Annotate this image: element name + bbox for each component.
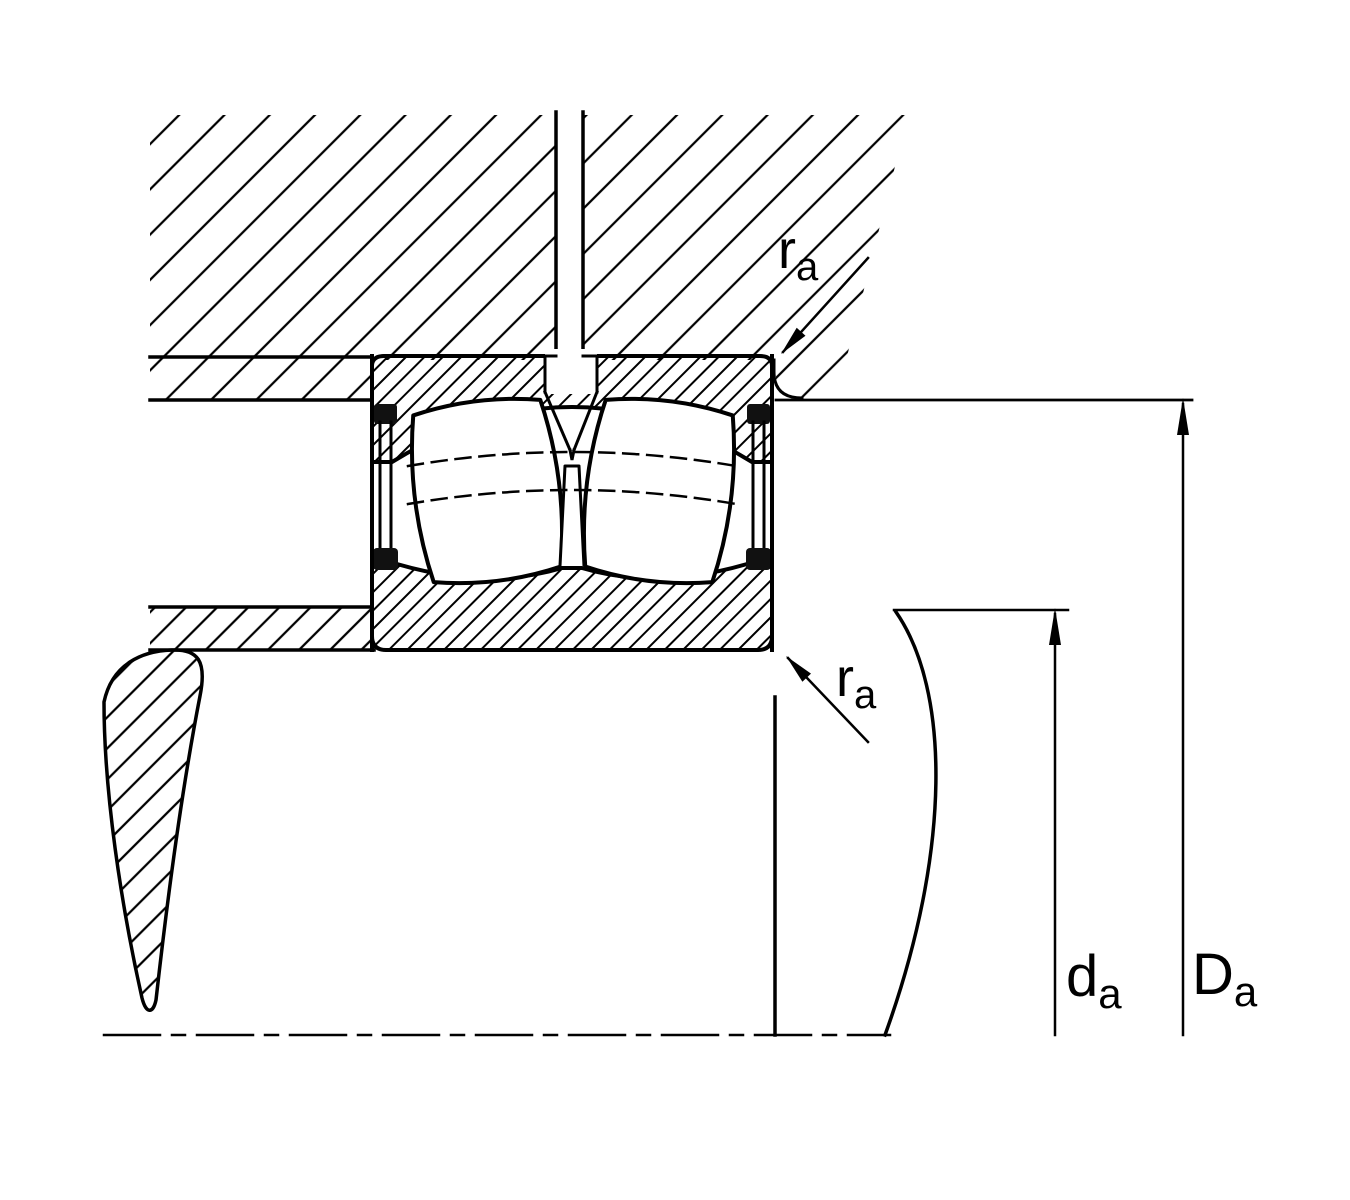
Da-arrowhead bbox=[1177, 398, 1189, 435]
ra-bottom-arrowhead bbox=[786, 656, 811, 682]
seal-left-anchor bbox=[374, 404, 397, 424]
shaft-shoulder-hatch bbox=[150, 607, 372, 650]
seal-left-sheet bbox=[378, 420, 393, 554]
da-arrowhead bbox=[1049, 608, 1061, 645]
label-ra-bottom: ra bbox=[836, 648, 877, 717]
shaft-section bbox=[102, 605, 938, 1038]
seal-right-anchor bbox=[747, 404, 770, 424]
ra-top-arrowhead bbox=[781, 327, 806, 354]
dimensions: ra ra da Da bbox=[778, 220, 1258, 1037]
seal-right bbox=[746, 404, 771, 570]
housing-section bbox=[148, 110, 1194, 402]
lubrication-groove-outline bbox=[543, 354, 599, 461]
seal-left-lip bbox=[373, 548, 398, 570]
lubrication-hole bbox=[556, 110, 583, 358]
label-da: da bbox=[1066, 944, 1122, 1017]
label-Da: Da bbox=[1192, 942, 1258, 1015]
roller-left bbox=[409, 396, 565, 586]
guide-ring bbox=[558, 464, 586, 567]
seal-right-lip bbox=[746, 548, 771, 570]
roller-right bbox=[581, 396, 737, 586]
shaft-contour-curve bbox=[882, 609, 938, 1038]
shaft-break-section bbox=[102, 648, 205, 1012]
label-ra-top: ra bbox=[778, 220, 819, 289]
seal-right-sheet bbox=[751, 420, 766, 554]
housing-hatch bbox=[150, 115, 908, 400]
seal-left bbox=[373, 404, 398, 570]
bearing-section bbox=[370, 349, 774, 652]
